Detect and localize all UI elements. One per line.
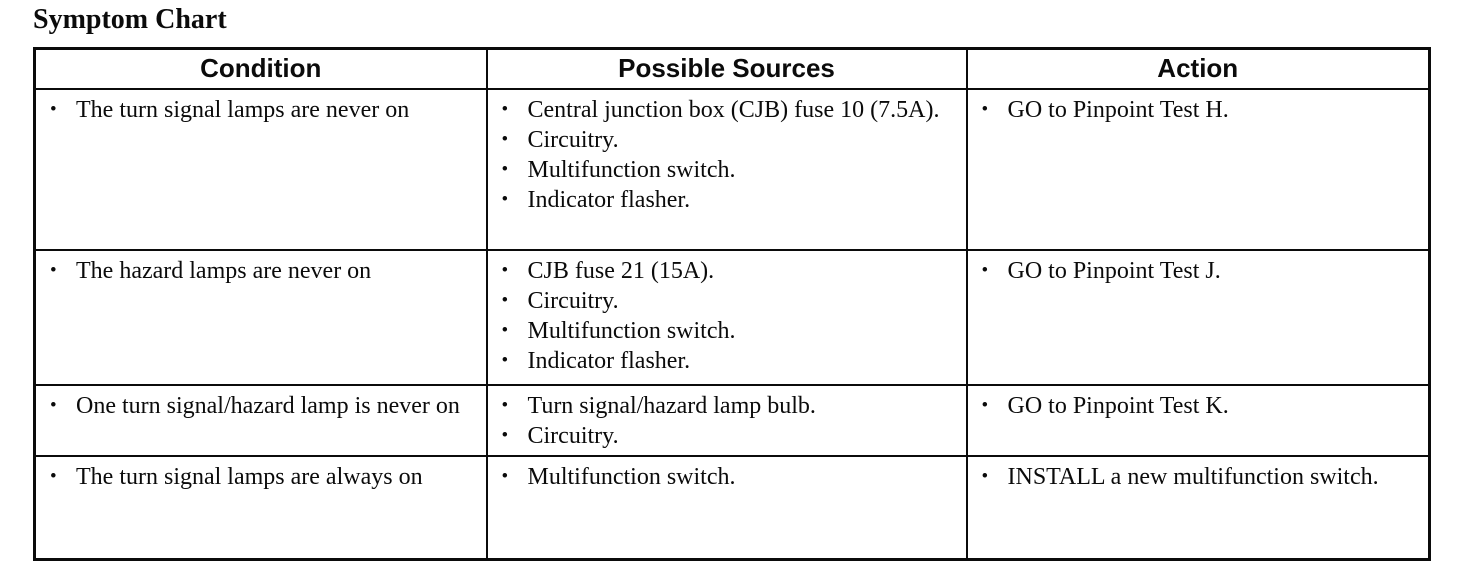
sources-bullet-list: • Central junction box (CJB) fuse 10 (7.5… xyxy=(488,95,960,215)
cell-action: • INSTALL a new multifunction switch. xyxy=(965,454,1431,561)
sources-bullet-list: • Multifunction switch. xyxy=(488,462,960,492)
bullet-icon: • xyxy=(501,98,509,120)
bullet-icon: • xyxy=(50,259,57,281)
sources-bullet-list: • Turn signal/hazard lamp bulb. • Circuitry… xyxy=(488,391,960,451)
bullet-item: • Central junction box (CJB) fuse 10 (7.5… xyxy=(488,95,960,125)
action-bullet-list: • INSTALL a new multifunction switch. xyxy=(968,462,1423,492)
bullet-item: • The hazard lamps are never on xyxy=(36,256,480,286)
bullet-icon: • xyxy=(981,259,989,281)
bullet-item: • Multifunction switch. xyxy=(488,462,960,492)
symptom-chart-table: Condition Possible Sources Action • The t… xyxy=(33,47,1431,561)
bullet-text: INSTALL a new multifunction switch. xyxy=(1007,463,1379,490)
bullet-text: GO to Pinpoint Test H. xyxy=(1007,96,1229,123)
bullet-text: Multifunction switch. xyxy=(527,317,736,344)
bullet-item: • The turn signal lamps are always on xyxy=(36,462,480,492)
cell-condition: • The hazard lamps are never on xyxy=(33,248,488,386)
cell-action: • GO to Pinpoint Test J. xyxy=(965,248,1431,386)
bullet-icon: • xyxy=(501,128,509,150)
bullet-text: The turn signal lamps are never on xyxy=(76,96,410,123)
cell-condition: • The turn signal lamps are always on xyxy=(33,454,488,561)
bullet-text: Indicator flasher. xyxy=(527,347,691,374)
column-header-condition: Condition xyxy=(33,47,488,90)
bullet-item: • The turn signal lamps are never on xyxy=(36,95,480,125)
bullet-item: • Turn signal/hazard lamp bulb. xyxy=(488,391,960,421)
bullet-text: One turn signal/hazard lamp is never on xyxy=(76,392,460,419)
bullet-text: The turn signal lamps are always on xyxy=(76,463,423,490)
bullet-text: GO to Pinpoint Test K. xyxy=(1007,392,1229,419)
bullet-text: Circuitry. xyxy=(527,422,619,449)
bullet-text: GO to Pinpoint Test J. xyxy=(1007,257,1221,284)
bullet-icon: • xyxy=(50,394,57,416)
bullet-item: • INSTALL a new multifunction switch. xyxy=(968,462,1423,492)
bullet-icon: • xyxy=(501,424,509,446)
bullet-item: • Multifunction switch. xyxy=(488,155,960,185)
cell-sources: • Multifunction switch. xyxy=(485,454,968,561)
bullet-item: • Indicator flasher. xyxy=(488,185,960,215)
bullet-text: Circuitry. xyxy=(527,287,619,314)
column-header-possible-sources: Possible Sources xyxy=(485,47,968,90)
bullet-icon: • xyxy=(50,465,57,487)
bullet-item: • Circuitry. xyxy=(488,421,960,451)
bullet-item: • GO to Pinpoint Test J. xyxy=(968,256,1423,286)
table-row: • The turn signal lamps are always on • Mul… xyxy=(33,454,1431,561)
cell-action: • GO to Pinpoint Test K. xyxy=(965,383,1431,457)
bullet-icon: • xyxy=(501,394,509,416)
bullet-item: • GO to Pinpoint Test H. xyxy=(968,95,1423,125)
bullet-item: • CJB fuse 21 (15A). xyxy=(488,256,960,286)
bullet-text: Turn signal/hazard lamp bulb. xyxy=(527,392,816,419)
bullet-text: Central junction box (CJB) fuse 10 (7.5A… xyxy=(527,96,940,123)
cell-action: • GO to Pinpoint Test H. xyxy=(965,87,1431,251)
bullet-text: Multifunction switch. xyxy=(527,156,736,183)
bullet-icon: • xyxy=(981,98,989,120)
condition-bullet-list: • The turn signal lamps are never on xyxy=(36,95,480,125)
page-title: Symptom Chart xyxy=(33,4,227,35)
table-row: • The hazard lamps are never on • CJB fuse … xyxy=(33,248,1431,386)
cell-sources: • Central junction box (CJB) fuse 10 (7.5… xyxy=(485,87,968,251)
column-header-action: Action xyxy=(965,47,1431,90)
bullet-item: • Circuitry. xyxy=(488,286,960,316)
action-bullet-list: • GO to Pinpoint Test K. xyxy=(968,391,1423,421)
bullet-item: • One turn signal/hazard lamp is never on xyxy=(36,391,480,421)
table-header: Condition Possible Sources Action xyxy=(33,47,1431,90)
bullet-icon: • xyxy=(981,394,989,416)
bullet-icon: • xyxy=(50,98,57,120)
bullet-icon: • xyxy=(501,465,509,487)
bullet-text: CJB fuse 21 (15A). xyxy=(527,257,715,284)
condition-bullet-list: • The hazard lamps are never on xyxy=(36,256,480,286)
bullet-icon: • xyxy=(501,349,509,371)
action-bullet-list: • GO to Pinpoint Test H. xyxy=(968,95,1423,125)
sources-bullet-list: • CJB fuse 21 (15A). • Circuitry. • Multifunc… xyxy=(488,256,960,376)
cell-condition: • One turn signal/hazard lamp is never on xyxy=(33,383,488,457)
bullet-item: • GO to Pinpoint Test K. xyxy=(968,391,1423,421)
bullet-item: • Indicator flasher. xyxy=(488,346,960,376)
condition-bullet-list: • The turn signal lamps are always on xyxy=(36,462,480,492)
table-row: • The turn signal lamps are never on • Cent… xyxy=(33,87,1431,251)
cell-condition: • The turn signal lamps are never on xyxy=(33,87,488,251)
bullet-text: Circuitry. xyxy=(527,126,619,153)
bullet-text: Multifunction switch. xyxy=(527,463,736,490)
bullet-icon: • xyxy=(501,259,509,281)
header-row: Condition Possible Sources Action xyxy=(33,47,1431,90)
bullet-icon: • xyxy=(501,289,509,311)
bullet-item: • Multifunction switch. xyxy=(488,316,960,346)
bullet-text: The hazard lamps are never on xyxy=(76,257,372,284)
table-body: • The turn signal lamps are never on • Cent… xyxy=(33,87,1431,561)
table-row: • One turn signal/hazard lamp is never on… xyxy=(33,383,1431,457)
cell-sources: • CJB fuse 21 (15A). • Circuitry. • Multifunc… xyxy=(485,248,968,386)
condition-bullet-list: • One turn signal/hazard lamp is never on xyxy=(36,391,480,421)
bullet-item: • Circuitry. xyxy=(488,125,960,155)
bullet-icon: • xyxy=(981,465,989,487)
action-bullet-list: • GO to Pinpoint Test J. xyxy=(968,256,1423,286)
bullet-icon: • xyxy=(501,158,509,180)
bullet-icon: • xyxy=(501,319,509,341)
cell-sources: • Turn signal/hazard lamp bulb. • Circuitry… xyxy=(485,383,968,457)
bullet-icon: • xyxy=(501,188,509,210)
bullet-text: Indicator flasher. xyxy=(527,186,691,213)
